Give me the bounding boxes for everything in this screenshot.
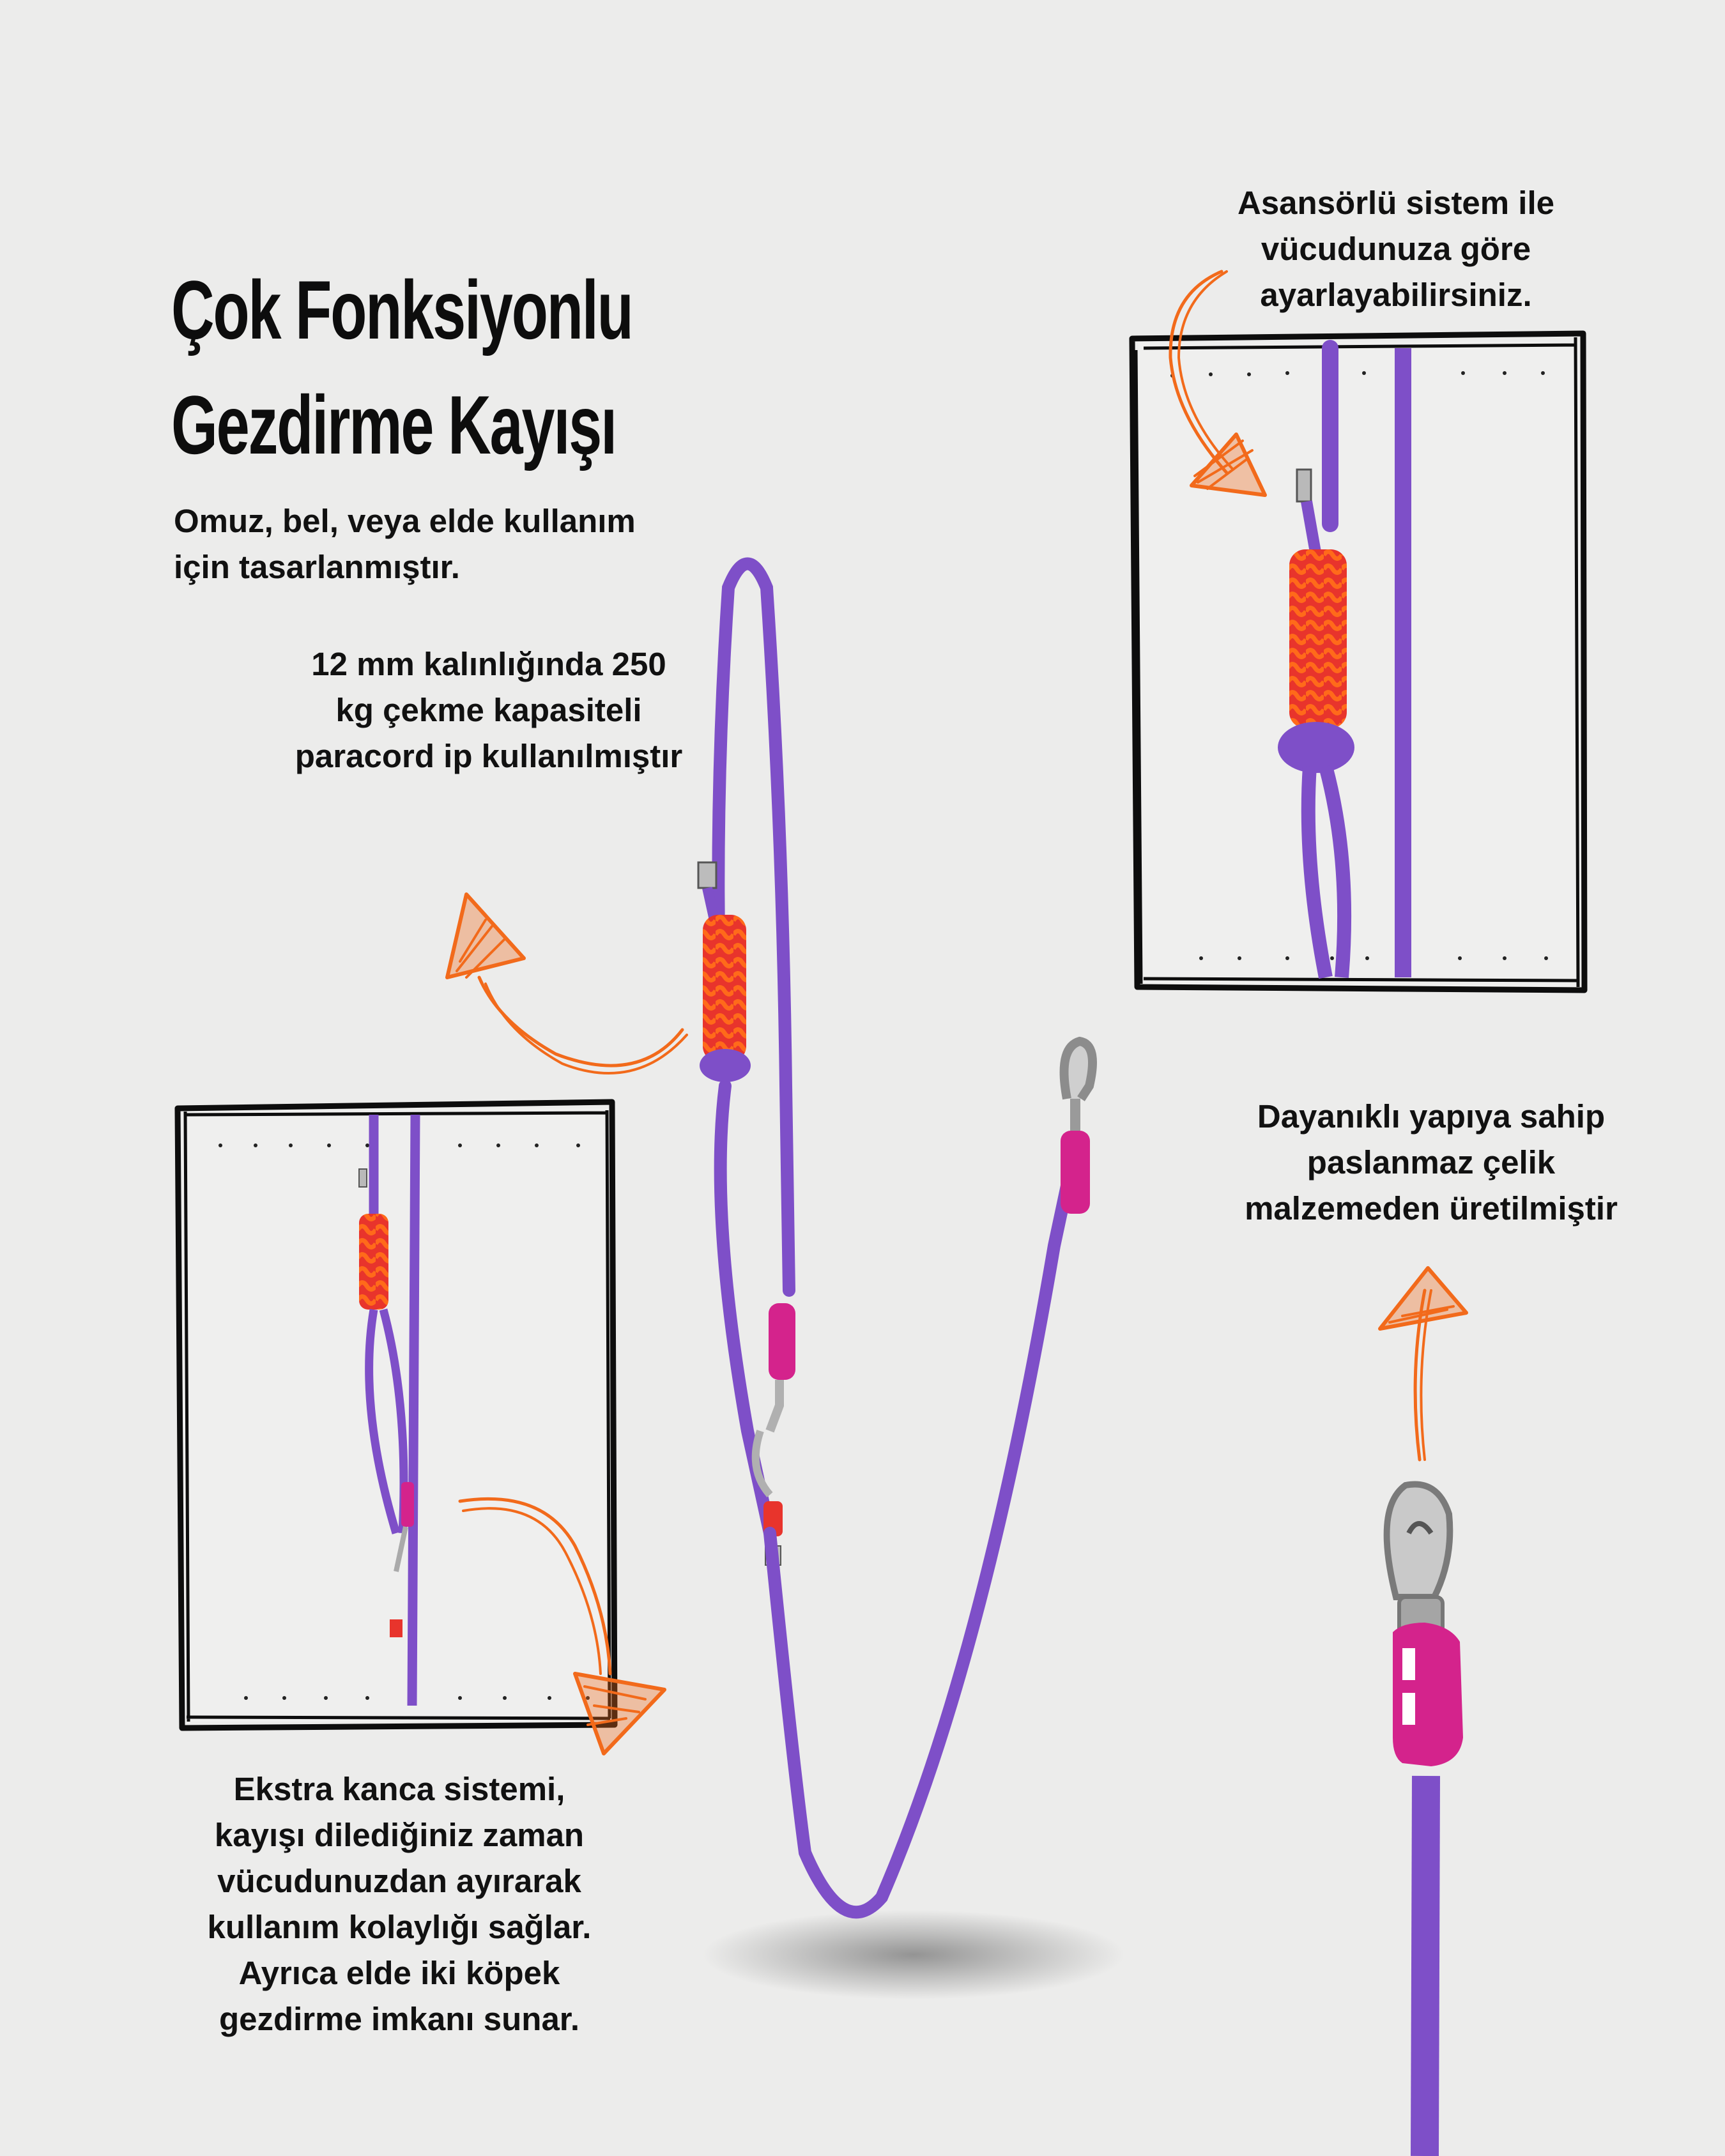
elevator-caption: Asansörlü sistem ile vücudunuza göre aya… <box>1237 185 1555 313</box>
steel-caption: Dayanıklı yapıya sahip paslanmaz çelik m… <box>1245 1098 1618 1227</box>
braid-knot-zoom <box>1289 549 1347 728</box>
rope-caption: 12 mm kalınlığında 250 kg çekme kapasite… <box>295 646 683 774</box>
floor-shadow <box>703 1910 1124 1999</box>
page-title: Çok Fonksiyonlu Gezdirme Kayışı <box>171 252 634 482</box>
hook-closeup <box>1383 1481 1463 2156</box>
leash-main <box>697 557 1097 1919</box>
hook-icon <box>1059 1036 1097 1131</box>
title-line-2: Gezdirme Kayışı <box>171 378 617 471</box>
detail-frame-top <box>1129 330 1588 993</box>
braid-knot <box>703 915 746 1062</box>
usage-caption: Omuz, bel, veya elde kullanım için tasar… <box>174 503 636 585</box>
detail-frame-left <box>174 1099 618 1731</box>
arrow-icon <box>1378 1266 1468 1462</box>
arrow-icon <box>1169 270 1267 497</box>
arrow-icon <box>445 892 688 1074</box>
arrow-icon <box>458 1497 666 1755</box>
title-line-1: Çok Fonksiyonlu <box>171 263 634 356</box>
hook-caption: Ekstra kanca sistemi, kayışı dilediğiniz… <box>207 1771 592 2037</box>
